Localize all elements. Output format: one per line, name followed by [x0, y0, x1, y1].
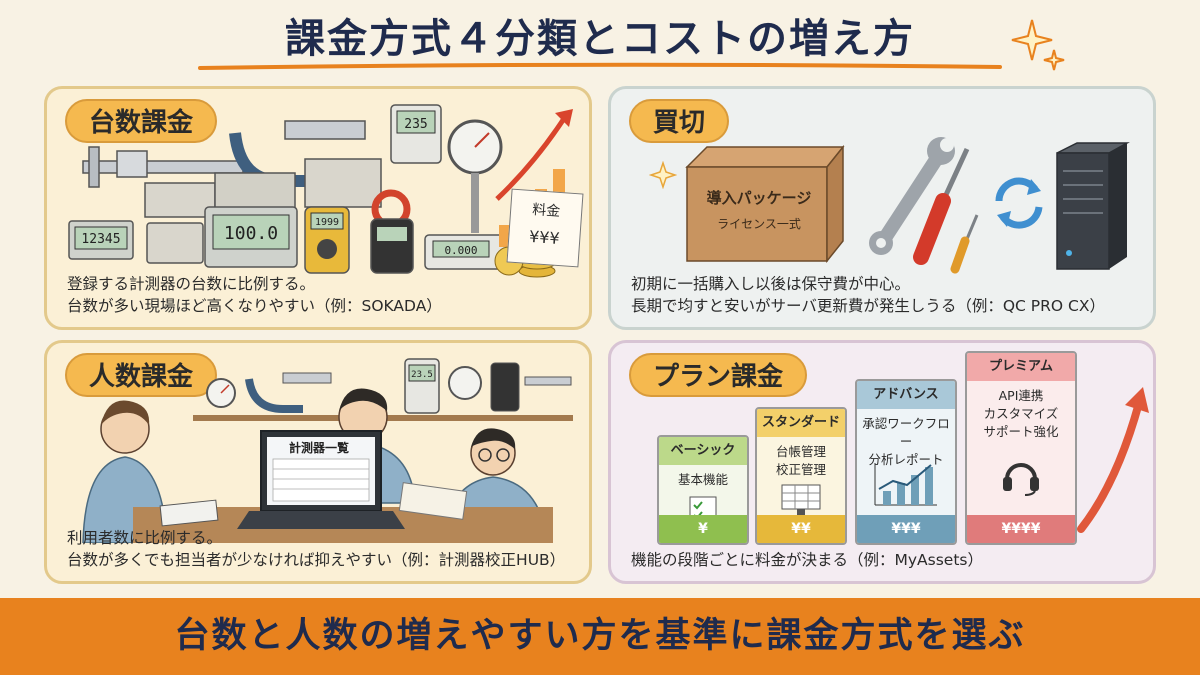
tier-name: ベーシック [659, 437, 747, 465]
refresh-icon [995, 177, 1043, 229]
meter-display-5: 0.000 [444, 244, 477, 257]
package-box-icon [685, 144, 845, 264]
meter-display-1: 12345 [81, 232, 120, 247]
bench-device-icon [304, 158, 382, 208]
tier-premium: プレミアム API連携 カスタマイズ サポート強化 ¥¥¥¥ [965, 351, 1077, 545]
fee-note-label: 料金 [531, 202, 561, 220]
tier-price: ¥¥¥¥ [967, 515, 1075, 543]
tier-name: スタンダード [757, 409, 845, 437]
panel-user-billing: 人数課金 23.5 [44, 340, 592, 584]
tier-feature: 基本機能 [677, 472, 728, 487]
tier-price: ¥ [659, 515, 747, 543]
fee-note: 料金 ¥¥¥ [506, 188, 584, 268]
multimeter-icon [490, 362, 520, 412]
user-desc-line2: 台数が多くでも担当者が少なければ抑えやすい（例：計測器校正HUB） [67, 551, 566, 569]
panel-unit-billing: 台数課金 12345 100.0 1999 [44, 86, 592, 330]
footer-banner: 台数と人数の増えやすい方を基準に課金方式を選ぶ [0, 598, 1200, 675]
tier-advance: アドバンス 承認ワークフロー 分析レポート ¥¥¥ [855, 379, 957, 545]
panel-perpetual-license: 買切 導入パッケージ ライセンス一式 [608, 86, 1156, 330]
tier-price: ¥¥ [757, 515, 845, 543]
measuring-instruments-illustration: 12345 100.0 1999 235 0.000 [68, 104, 573, 278]
laptop-screen-title: 計測器一覧 [288, 441, 349, 455]
page-title: 課金方式４分類とコストの増え方 [285, 16, 915, 62]
unit-desc-line1: 登録する計測器の台数に比例する。 [67, 275, 316, 293]
headset-icon [1003, 463, 1039, 496]
monitor-spreadsheet-icon [781, 484, 821, 515]
fee-note-value: ¥¥¥ [528, 226, 561, 249]
meter-display-user: 23.5 [411, 370, 433, 380]
meter-display-2: 100.0 [224, 223, 278, 244]
unit-billing-description: 登録する計測器の台数に比例する。 台数が多い現場ほど高くなりやすい（例：SOKA… [67, 273, 442, 317]
upward-arrow-icon [1077, 387, 1149, 533]
panel-plan-billing: プラン課金 ベーシック 基本機能 ¥ スタンダード 台帳管理 校正管理 ¥¥ [608, 340, 1156, 584]
laptop-icon [237, 430, 405, 529]
stopwatch-icon [448, 366, 482, 400]
clamp-meter-icon [370, 189, 414, 274]
growth-chart-icon [874, 463, 937, 506]
screwdriver-icon [913, 147, 970, 265]
dial-gauge-icon [206, 378, 236, 408]
user-billing-description: 利用者数に比例する。 台数が多くでも担当者が少なければ抑えやすい（例：計測器校正… [67, 527, 565, 571]
tier-feature: 校正管理 [775, 462, 826, 477]
tier-features: API連携 カスタマイズ サポート強化 [967, 381, 1075, 441]
wrench-icon [869, 137, 955, 255]
sparkle-icon [1011, 19, 1065, 71]
tier-feature: サポート強化 [983, 424, 1059, 439]
meter-display-4: 235 [404, 117, 427, 132]
tablet-icon [159, 499, 219, 527]
server-icon [1056, 142, 1130, 270]
tier-name: プレミアム [967, 353, 1075, 381]
dial-gauge-icon [447, 119, 503, 233]
user-desc-line1: 利用者数に比例する。 [67, 529, 223, 547]
tier-feature: 承認ワークフロー [862, 416, 950, 449]
purchase-desc-line1: 初期に一括購入し以後は保守費が中心。 [631, 275, 911, 293]
package-label-line2: ライセンス一式 [717, 217, 801, 231]
title-underline [198, 62, 1002, 70]
tier-name: アドバンス [857, 381, 955, 409]
purchase-desc-line2: 長期で均すと安いがサーバ更新費が発生しうる（例：QC PRO CX） [631, 297, 1105, 315]
tag-user-billing: 人数課金 [65, 353, 218, 397]
unit-desc-line2: 台数が多い現場ほど高くなりやすい（例：SOKADA） [67, 297, 442, 315]
tier-features: 基本機能 [659, 465, 747, 489]
caliper-icon [524, 376, 572, 386]
sparkle-icon [649, 161, 677, 189]
tier-feature: 台帳管理 [775, 444, 826, 459]
meter-display-3: 1999 [315, 217, 339, 228]
tier-features: 台帳管理 校正管理 [757, 437, 845, 479]
tier-features: 承認ワークフロー 分析レポート [857, 409, 955, 469]
package-label-line1: 導入パッケージ [706, 189, 812, 207]
tier-feature: 分析レポート [868, 452, 944, 467]
tier-feature: API連携 [998, 388, 1044, 403]
tier-basic: ベーシック 基本機能 ¥ [657, 435, 749, 545]
tag-perpetual-license: 買切 [629, 99, 730, 143]
workers-illustration: 23.5 [82, 358, 573, 543]
tier-price: ¥¥¥ [857, 515, 955, 543]
clipboard-icon [398, 482, 468, 520]
tag-plan-billing: プラン課金 [629, 353, 808, 397]
bench-device-icon [144, 182, 216, 218]
tier-feature: カスタマイズ [983, 406, 1059, 421]
tag-unit-billing: 台数課金 [65, 99, 218, 143]
small-screwdriver-icon [950, 214, 979, 274]
plan-desc-line1: 機能の段階ごとに料金が決まる（例：MyAssets） [631, 551, 983, 569]
plan-billing-description: 機能の段階ごとに料金が決まる（例：MyAssets） [631, 549, 983, 571]
micrometer-icon [245, 372, 332, 413]
perpetual-license-description: 初期に一括購入し以後は保守費が中心。 長期で均すと安いがサーバ更新費が発生しうる… [631, 273, 1105, 317]
tier-standard: スタンダード 台帳管理 校正管理 ¥¥ [755, 407, 847, 545]
